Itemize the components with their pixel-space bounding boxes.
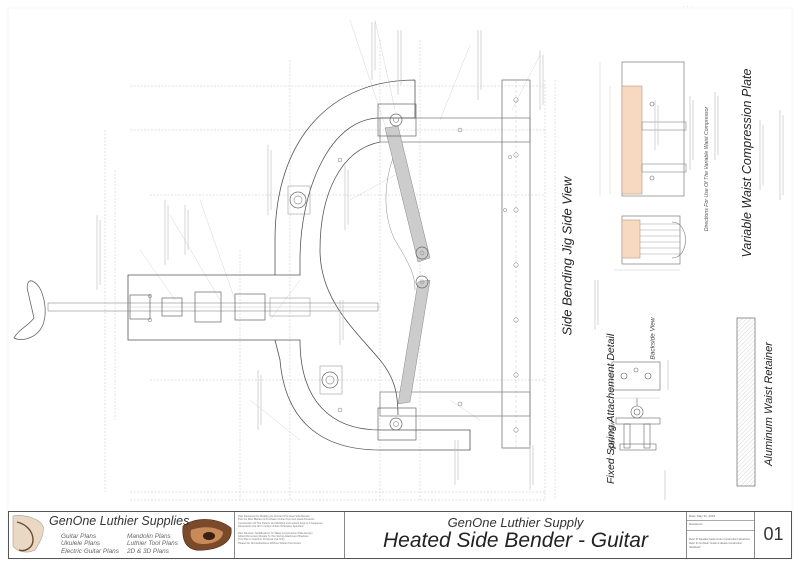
brand-plans-left: Guitar Plans Ukulele Plans Electric Guit… xyxy=(61,533,119,555)
annotation-notes xyxy=(96,22,784,500)
date-label: Date: May 31, 2019 xyxy=(689,514,716,518)
note-line: Dimensions Are All In Inches Unless Othe… xyxy=(238,525,304,529)
note-line: Plan Revision: Modifications To Waist Co… xyxy=(238,531,313,535)
meta-note: Refer To Standard Guitar & Uke Construct… xyxy=(689,538,750,541)
brand-plan-item: 2D & 3D Plans xyxy=(127,547,169,555)
brand-plan-item: Electric Guitar Plans xyxy=(61,547,119,555)
waist-retainer-title: Aluminum Waist Retainer xyxy=(763,342,775,466)
brand-logo xyxy=(12,515,232,553)
brand-plan-item: Luthier Tool Plans xyxy=(127,540,178,548)
note-line: Construction Of The Pattern And Molding … xyxy=(238,521,323,525)
corner-block-tl xyxy=(377,103,417,137)
corner-block-bl xyxy=(377,407,417,441)
compression-plate-subtitle: Directions For Use Of The Variable Waist… xyxy=(704,106,710,232)
press-arm-lower xyxy=(397,279,431,405)
note-line: Added Dimension Details To The Spring At… xyxy=(238,535,309,539)
brand-cell: GenOne Luthier Supplies Guitar Plans Uku… xyxy=(9,512,235,558)
top-rail xyxy=(379,117,531,143)
meta-note: Refer To Our Book "Guitar & Ukulele Cons… xyxy=(689,542,742,545)
pivot-upper xyxy=(415,246,429,260)
main-jig-plan-view xyxy=(13,19,556,501)
meta-cell: Date: May 31, 2019 Revisions: Refer To S… xyxy=(687,512,755,558)
revisions-label: Revisions: xyxy=(689,522,703,526)
side-view-title: Side Bending Jig Side View xyxy=(559,176,575,336)
sheet-border xyxy=(7,7,793,560)
note-line: This Plan Is Sold For Personal Use Only xyxy=(238,538,285,542)
note-line: Pick the Best Blanket & Purchase Online … xyxy=(238,518,315,522)
base-plate-outline xyxy=(127,79,471,451)
press-arm-upper xyxy=(384,125,431,263)
meta-note: Handbook" xyxy=(689,546,701,549)
brand-name: GenOne Luthier Supplies xyxy=(49,514,190,528)
screw-assembly xyxy=(47,291,380,323)
bottom-rail xyxy=(379,391,531,417)
leader-lines xyxy=(139,19,541,441)
spring-attachment-detail xyxy=(611,361,661,451)
title-cell: GenOne Luthier Supply Heated Side Bender… xyxy=(345,512,687,558)
compression-plate-view xyxy=(599,61,687,271)
note-line: Please Do Not Redistribute Without Writt… xyxy=(238,541,302,545)
backside-view-label: Backside View xyxy=(649,317,657,360)
brand-plan-item: Ukulele Plans xyxy=(61,540,101,548)
sheet-number: 01 xyxy=(763,524,784,544)
crank-handle xyxy=(13,280,46,340)
waist-retainer-part xyxy=(736,317,756,487)
compression-plate-title: Variable Waist Compression Plate xyxy=(740,68,754,258)
brand-plans-right: Mandolin Plans Luthier Tool Plans 2D & 3… xyxy=(127,533,178,555)
title-block: GenOne Luthier Supplies Guitar Plans Uku… xyxy=(8,511,792,559)
dimension-lines xyxy=(104,40,556,501)
drawing-title: Heated Side Bender - Guitar xyxy=(383,529,648,552)
bending-form xyxy=(319,141,399,416)
clamp-wheel-lower xyxy=(321,371,339,389)
pivot-lower xyxy=(415,275,429,289)
page-marker: · · · xyxy=(683,4,693,10)
brand-plan-item: Guitar Plans xyxy=(61,533,97,540)
clamp-wheel-upper xyxy=(289,191,307,209)
sheet-number-cell: 01 xyxy=(755,512,792,558)
notes-cell: Plan Designed For Building An All Hand P… xyxy=(235,512,345,558)
rail-holes xyxy=(147,97,519,433)
note-line: Plan Designed For Building An All Hand P… xyxy=(238,515,310,518)
brand-plan-item: Mandolin Plans xyxy=(127,533,171,540)
side-view-label: Side View xyxy=(609,421,617,450)
company-name: GenOne Luthier Supply xyxy=(447,515,584,530)
